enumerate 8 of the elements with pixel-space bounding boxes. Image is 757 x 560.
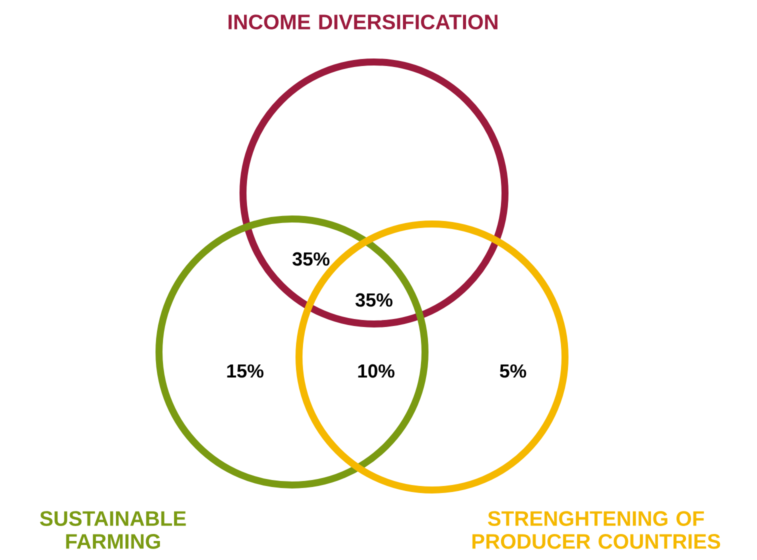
- percentage-label: 10%: [358, 364, 394, 378]
- percentage-label: 15%: [227, 364, 264, 378]
- circle-heading: SUSTAINABLE FARMING: [40, 511, 186, 549]
- percentage-label: 35%: [356, 293, 392, 307]
- percentage-label: 35%: [292, 252, 330, 266]
- circle-heading: STRENGHTENING OF PRODUCER COUNTRIES: [472, 511, 720, 549]
- circle-heading: INCOME DIVERSIFICATION: [228, 14, 498, 30]
- percentage-label: 5%: [500, 364, 526, 378]
